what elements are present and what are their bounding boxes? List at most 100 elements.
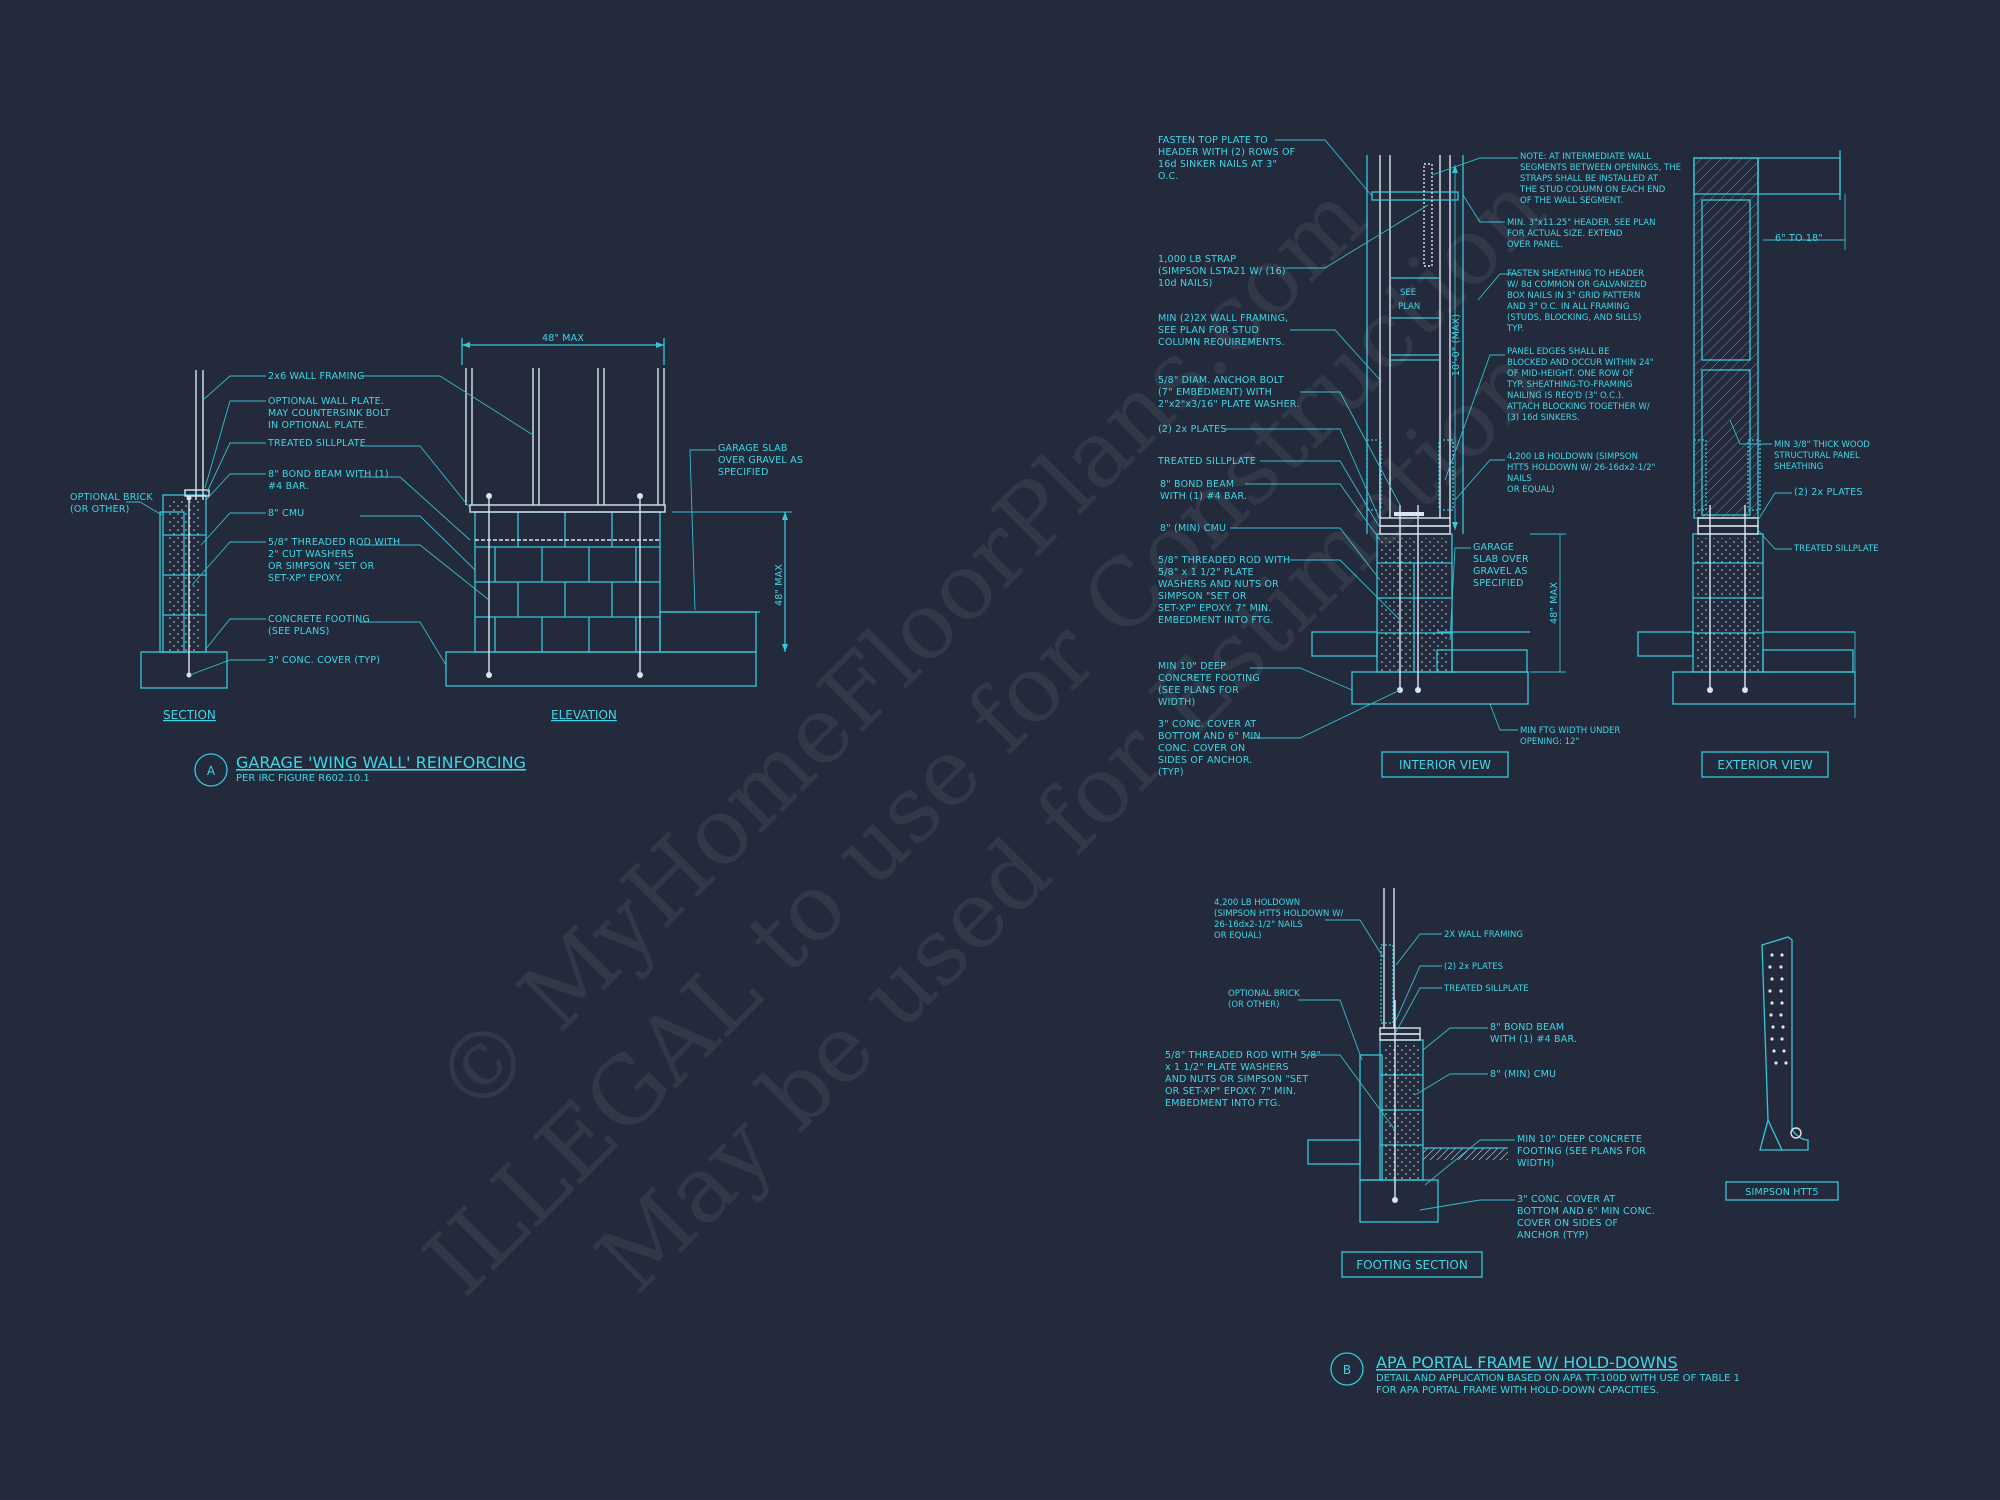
detail-a-section-leaders — [126, 375, 266, 676]
label-anchor-bolt-1: 5/8" DIAM. ANCHOR BOLT — [1158, 375, 1284, 386]
exterior-view-caption: EXTERIOR VIEW — [1717, 758, 1812, 772]
label-fs-rod-5: EMBEDMENT INTO FTG. — [1165, 1098, 1281, 1109]
label-note-5: OF THE WALL SEGMENT. — [1520, 196, 1623, 206]
interior-dim-height: 10'-0" (MAX) — [1451, 314, 1462, 377]
elevation-dim-width: 48" MAX — [542, 333, 584, 344]
label-holdown-2: HTT5 HOLDOWN W/ 26-16dx2-1/2" — [1507, 463, 1656, 473]
label-int-slab-2: SLAB OVER — [1473, 554, 1529, 565]
label-fs-plates: (2) 2x PLATES — [1444, 962, 1503, 972]
detail-b-note-1: DETAIL AND APPLICATION BASED ON APA TT-1… — [1376, 1373, 1740, 1384]
label-rod-2: 2" CUT WASHERS — [268, 549, 354, 560]
label-ext-sillplate: TREATED SILLPLATE — [1793, 544, 1879, 554]
label-int-rod-2: 5/8" x 1 1/2" PLATE — [1158, 567, 1254, 578]
label-wall-plate-2: MAY COUNTERSINK BOLT — [268, 408, 390, 419]
label-panel-edges-4: TYP. SHEATHING-TO-FRAMING — [1506, 380, 1632, 390]
label-int-footing-3: (SEE PLANS FOR — [1158, 685, 1239, 696]
detail-a-marker-text: A — [207, 764, 216, 778]
label-fs-holdown-2: (SIMPSON HTT5 HOLDOWN W/ — [1214, 909, 1343, 919]
simpson-caption-box — [1725, 1181, 1839, 1201]
label-int-footing-1: MIN 10" DEEP — [1158, 661, 1226, 672]
label-top-plate-2: HEADER WITH (2) ROWS OF — [1158, 147, 1295, 158]
label-top-plate-4: O.C. — [1158, 171, 1179, 182]
detail-a-title-block: A GARAGE 'WING WALL' REINFORCING PER IRC… — [194, 753, 526, 787]
detail-b-footing-labels: 4,200 LB HOLDOWN (SIMPSON HTT5 HOLDOWN W… — [1165, 898, 1655, 1241]
label-strap-3: 10d NAILS) — [1158, 278, 1213, 289]
label-framing-3: COLUMN REQUIREMENTS. — [1158, 337, 1285, 348]
label-int-cover-2: BOTTOM AND 6" MIN — [1158, 731, 1261, 742]
label-sillplate: TREATED SILLPLATE — [267, 438, 366, 449]
interior-view-caption: INTERIOR VIEW — [1399, 758, 1491, 772]
label-fs-rod-2: x 1 1/2" PLATE WASHERS — [1165, 1062, 1289, 1073]
detail-b-interior-right-labels: NOTE: AT INTERMEDIATE WALL SEGMENTS BETW… — [1473, 152, 1681, 747]
simpson-caption: SIMPSON HTT5 — [1745, 1187, 1818, 1198]
label-header-1: MIN. 3"x11.25" HEADER. SEE PLAN — [1507, 218, 1655, 228]
label-int-cover-3: CONC. COVER ON — [1158, 743, 1245, 754]
label-rod-3: OR SIMPSON "SET OR — [268, 561, 375, 572]
interior-dim-foundation: 48" MAX — [1549, 582, 1560, 624]
label-int-cover-5: (TYP) — [1158, 767, 1184, 778]
label-fs-holdown-3: 26-16dx2-1/2" NAILS — [1214, 920, 1303, 930]
nail-holes — [1768, 953, 1788, 1065]
label-slab-3: SPECIFIED — [718, 467, 769, 478]
label-slab-1: GARAGE SLAB — [718, 443, 788, 454]
label-bond-beam-1: 8" BOND BEAM WITH (1) — [268, 469, 389, 480]
label-panel-edges-6: ATTACH BLOCKING TOGETHER W/ — [1507, 402, 1650, 412]
label-int-bond-beam-1: 8" BOND BEAM — [1160, 479, 1234, 490]
label-framing-2: SEE PLAN FOR STUD — [1158, 325, 1259, 336]
label-int-slab-3: GRAVEL AS — [1473, 566, 1528, 577]
label-int-rod-6: EMBEDMENT INTO FTG. — [1158, 615, 1274, 626]
label-panel-edges-3: OF MID-HEIGHT. ONE ROW OF — [1507, 369, 1634, 379]
label-sheathing-6: TYP. — [1506, 324, 1524, 334]
detail-b-title-block: B APA PORTAL FRAME W/ HOLD-DOWNS DETAIL … — [1330, 1352, 1740, 1396]
label-fs-cover-3: COVER ON SIDES OF — [1517, 1218, 1618, 1229]
label-fs-brick-2: (OR OTHER) — [1228, 1000, 1279, 1010]
label-int-rod-1: 5/8" THREADED ROD WITH — [1158, 555, 1290, 566]
detail-b-interior-right-leaders — [1431, 157, 1518, 731]
label-sheathing-2: W/ 8d COMMON OR GALVANIZED — [1507, 280, 1647, 290]
label-int-cmu: 8" (MIN) CMU — [1160, 523, 1226, 534]
footing-section-caption-box — [1341, 1251, 1483, 1278]
label-wall-framing: 2x6 WALL FRAMING — [268, 371, 365, 382]
label-footing-1: CONCRETE FOOTING — [268, 614, 370, 625]
detail-b-footing-section: FOOTING SECTION — [1298, 888, 1515, 1278]
label-framing-1: MIN (2)2X WALL FRAMING, — [1158, 313, 1288, 324]
label-panel-edges-2: BLOCKED AND OCCUR WITHIN 24" — [1507, 358, 1654, 368]
label-fs-cover-4: ANCHOR (TYP) — [1517, 1230, 1589, 1241]
label-slab-2: OVER GRAVEL AS — [718, 455, 803, 466]
label-holdown-4: OR EQUAL) — [1507, 485, 1554, 495]
label-note-4: THE STUD COLUMN ON EACH END — [1519, 185, 1666, 195]
label-ext-plates: (2) 2x PLATES — [1794, 487, 1863, 498]
detail-a-elevation: 48" MAX 48" MAX GARAGE SLAB OVER GRAVEL … — [360, 333, 803, 722]
label-fs-bond-beam-1: 8" BOND BEAM — [1490, 1022, 1564, 1033]
label-note-1: NOTE: AT INTERMEDIATE WALL — [1520, 152, 1651, 162]
exterior-dim-header: 6" TO 18" — [1775, 233, 1823, 244]
label-int-bond-beam-2: WITH (1) #4 BAR. — [1160, 491, 1247, 502]
label-sheathing-3: BOX NAILS IN 3" GRID PATTERN — [1507, 291, 1640, 301]
label-wall-plate-1: OPTIONAL WALL PLATE. — [268, 396, 384, 407]
label-int-slab-1: GARAGE — [1473, 542, 1514, 553]
label-panel-edges-1: PANEL EDGES SHALL BE — [1507, 347, 1610, 357]
see-plan-1: SEE — [1400, 288, 1416, 298]
anchor-hole-icon — [1790, 1127, 1802, 1139]
label-int-rod-4: SIMPSON "SET OR — [1158, 591, 1247, 602]
detail-b-exterior-view: 6" TO 18" MIN 3/8" THICK WOOD STRUCTURAL… — [1637, 150, 1879, 778]
label-cmu: 8" CMU — [268, 508, 304, 519]
label-int-slab-4: SPECIFIED — [1473, 578, 1524, 589]
section-caption: SECTION — [163, 708, 216, 722]
label-fs-cover-2: BOTTOM AND 6" MIN CONC. — [1517, 1206, 1655, 1217]
label-int-footing-4: WIDTH) — [1158, 697, 1195, 708]
label-fs-rod-4: OR SET-XP" EPOXY. 7" MIN. — [1165, 1086, 1296, 1097]
label-sheathing-1: FASTEN SHEATHING TO HEADER — [1507, 269, 1644, 279]
label-int-rod-3: WASHERS AND NUTS OR — [1158, 579, 1279, 590]
label-brick-1: OPTIONAL BRICK — [70, 492, 153, 503]
label-fs-footing-2: FOOTING (SEE PLANS FOR — [1517, 1146, 1646, 1157]
label-fs-bond-beam-2: WITH (1) #4 BAR. — [1490, 1034, 1577, 1045]
label-fs-rod-1: 5/8" THREADED ROD WITH 5/8" — [1165, 1050, 1321, 1061]
label-footing-2: (SEE PLANS) — [268, 626, 330, 637]
detail-b-title: APA PORTAL FRAME W/ HOLD-DOWNS — [1376, 1353, 1678, 1372]
label-int-cover-4: SIDES OF ANCHOR. — [1158, 755, 1253, 766]
label-int-cover-1: 3" CONC. COVER AT — [1158, 719, 1256, 730]
label-wood-panel-2: STRUCTURAL PANEL — [1774, 451, 1860, 461]
label-rod-4: SET-XP" EPOXY. — [268, 573, 342, 584]
